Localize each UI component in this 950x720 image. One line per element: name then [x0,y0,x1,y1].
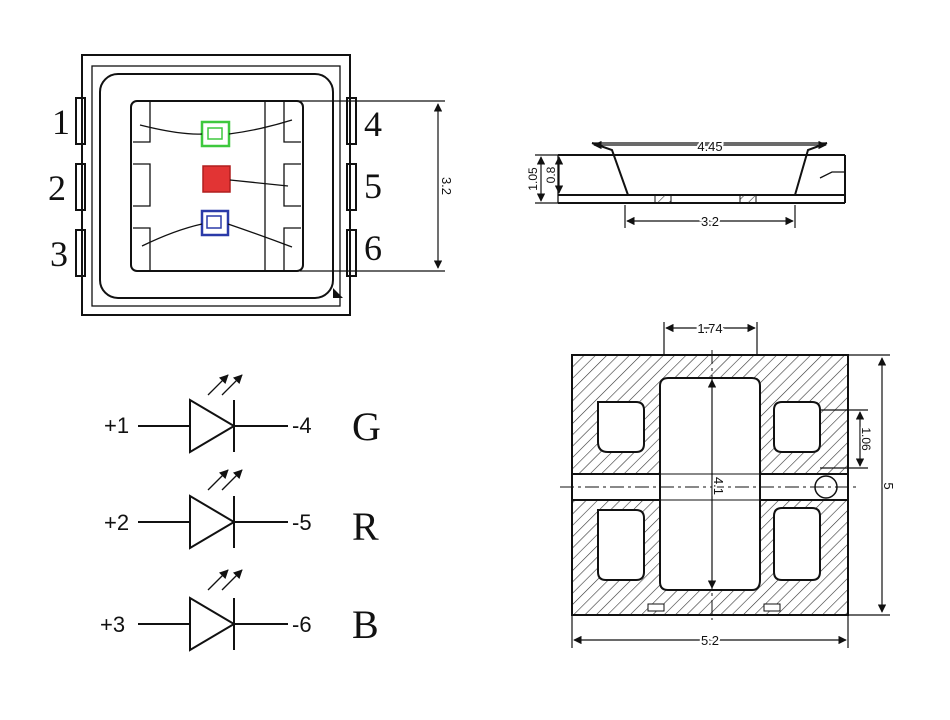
pin-6 [346,229,357,277]
pin-label-6: 6 [364,228,382,268]
bond-wire-b3 [141,223,203,247]
blue-chip-pad [206,215,222,229]
pin-label-2: 2 [48,168,66,208]
diode-b: +3 -6 B [100,569,379,652]
diode-b-triangle [189,596,236,652]
pin-label-1: 1 [52,102,70,142]
bond-wire-g4 [228,119,293,135]
schematic: +1 -4 G +2 -5 R +3 [100,374,381,652]
package-inner-outline [91,65,341,307]
dim-52-label: 5.2 [701,633,719,648]
diode-b-minus: -6 [292,612,312,637]
diode-r-triangle [189,494,236,550]
pin-label-5: 5 [364,166,382,206]
lead-frame-6 [283,227,301,271]
diode-r-minus: -5 [292,510,312,535]
dim-height-label: 3.2 [439,177,454,195]
pin-3 [75,229,86,277]
side-lens-right [794,142,828,196]
dim-body-height-label: 0.8 [544,166,558,183]
lead-frame-1 [133,101,151,143]
side-pad-left [654,194,672,204]
dim-side-width-label: 4.45 [697,139,722,154]
lead-frame-3 [133,227,151,271]
bottom-tab-left [647,603,665,612]
pin-5 [346,163,357,211]
diode-b-letter: B [352,602,379,647]
bond-wire-r5 [229,179,289,187]
pin-4 [346,97,357,145]
side-notch [819,171,845,179]
side-lens-left [591,142,629,196]
diode-g-plus: +1 [104,413,129,438]
dim-174-label: 1.74 [697,321,722,336]
lens-outline [99,73,334,299]
side-view: 4.45 3.2 1.05 0.8 [526,137,846,231]
lead-frame-4 [283,101,301,143]
diode-g: +1 -4 G [104,374,381,454]
dim-pad-span-label: 3.2 [701,214,719,229]
lead-frame-5 [283,163,301,207]
bottom-tab-right [763,603,781,612]
cavity-outline [130,100,304,272]
bond-wire-g1 [139,124,203,135]
diode-r: +2 -5 R [104,469,379,550]
diode-g-minus: -4 [292,413,312,438]
bond-wire-b6 [227,223,293,248]
diode-r-light-arrow-1 [207,469,229,491]
diode-r-plus: +2 [104,510,129,535]
dim-5-label: 5 [881,482,896,489]
diode-g-triangle [189,398,236,454]
top-view: 3.2 1 2 3 4 5 6 [48,54,454,316]
bottom-body [571,354,849,616]
pin-2 [75,163,86,211]
package-outline [81,54,351,316]
green-chip [200,120,231,148]
diode-g-letter: G [352,404,381,449]
green-chip-pad [207,127,223,140]
lead-frame-2 [133,163,151,207]
diode-b-plus: +3 [100,612,125,637]
blue-chip [200,209,230,237]
diode-b-light-arrow-1 [207,569,229,591]
red-chip [202,165,231,193]
dim-106-label: 1.06 [859,427,873,451]
diode-r-letter: R [352,504,379,549]
diode-b-light-arrow-2 [221,569,243,591]
pin-1 [75,97,86,145]
diode-g-light-arrow-2 [221,374,243,396]
diode-r-light-arrow-2 [221,469,243,491]
pin-label-3: 3 [50,234,68,274]
bottom-view: 1.74 4.1 1.06 5 5.2 [560,319,898,650]
pin-label-4: 4 [364,104,382,144]
side-pad-right [739,194,757,204]
dim-41-label: 4.1 [711,477,726,495]
diode-g-light-arrow-1 [207,374,229,396]
dim-total-height-label: 1.05 [526,167,540,191]
polarity-mark [333,288,343,298]
